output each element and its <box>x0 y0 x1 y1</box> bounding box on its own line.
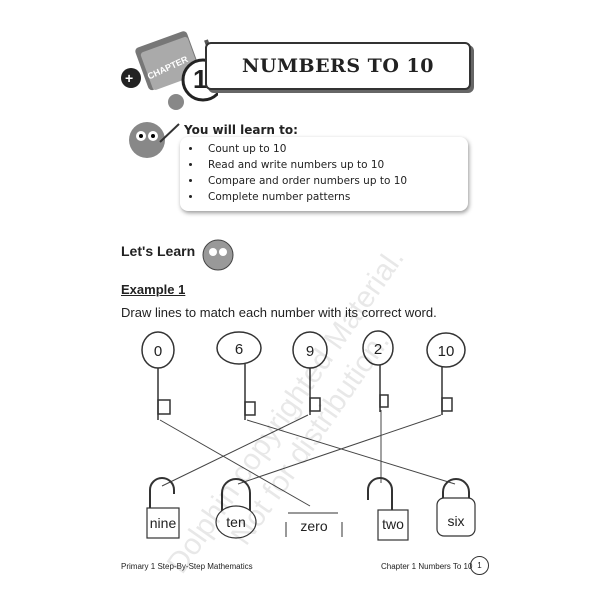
key-9 <box>292 331 328 415</box>
footer-book-title: Primary 1 Step-By-Step Mathematics <box>121 562 253 571</box>
key-number: 6 <box>235 341 243 358</box>
objective-item: Read and write numbers up to 10 <box>202 157 468 173</box>
key-0 <box>141 331 175 420</box>
key-number: 0 <box>154 343 162 360</box>
objective-item: Complete number patterns <box>202 189 468 205</box>
match-line <box>237 414 442 485</box>
chapter-badge-icon: CHAPTER + <box>121 31 218 110</box>
lock-word: six <box>447 513 464 529</box>
lock-word: zero <box>300 518 327 534</box>
objectives-heading: You will learn to: <box>184 123 298 137</box>
key-6 <box>216 331 262 420</box>
chapter-title-banner: NUMBERS TO 10 <box>205 42 471 90</box>
match-line <box>246 419 456 485</box>
match-line <box>161 414 309 487</box>
lets-learn-heading: Let's Learn <box>121 243 196 259</box>
key-number: 10 <box>438 343 455 360</box>
matching-diagram: 0 6 9 2 10 nine ten zero two six <box>141 330 476 541</box>
objective-item: Compare and order numbers up to 10 <box>202 173 468 189</box>
objectives-box: Count up to 10 Read and write numbers up… <box>180 137 468 211</box>
lock-word: nine <box>150 515 177 531</box>
footer-chapter: Chapter 1 Numbers To 10 <box>381 562 473 571</box>
match-lines <box>159 410 456 507</box>
page-number: 1 <box>470 556 489 575</box>
chapter-title: NUMBERS TO 10 <box>242 55 434 77</box>
key-number: 9 <box>306 343 314 360</box>
match-line <box>159 419 311 507</box>
example-instruction: Draw lines to match each number with its… <box>121 305 437 320</box>
lock-word: two <box>382 516 404 532</box>
mascot-globe-icon <box>202 239 234 271</box>
key-2 <box>362 330 394 412</box>
mascot-icon <box>129 122 180 158</box>
lock-word: ten <box>226 514 245 530</box>
key-number: 2 <box>374 341 382 358</box>
example-title: Example 1 <box>121 282 186 297</box>
key-10 <box>426 332 466 415</box>
svg-text:+: + <box>125 70 133 86</box>
lock-nine-shackle <box>149 477 175 510</box>
chapter-number: 1 <box>193 64 208 94</box>
objective-item: Count up to 10 <box>202 141 468 157</box>
